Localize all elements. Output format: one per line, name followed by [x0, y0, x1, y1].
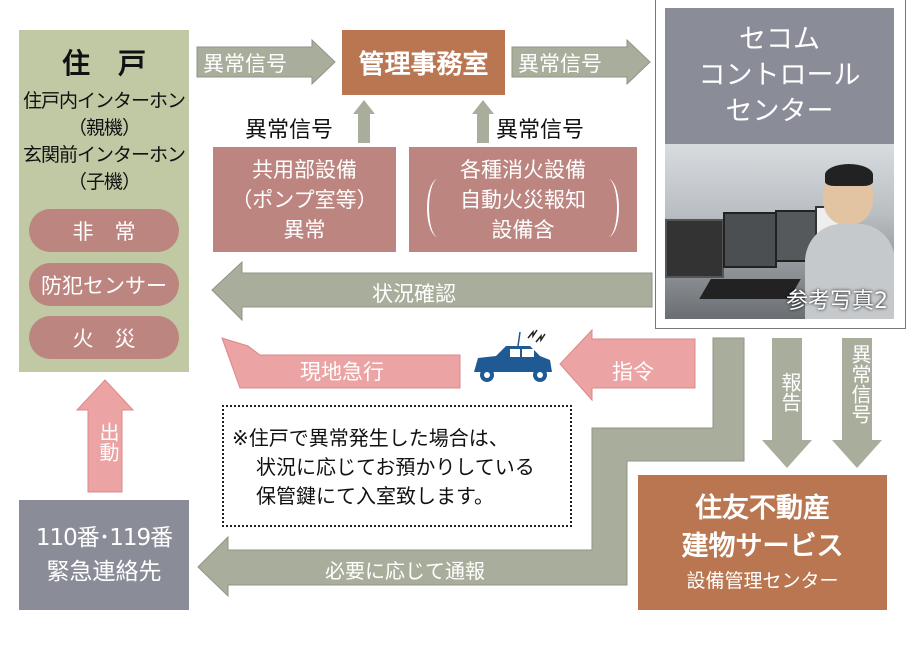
control-center-photo: 参考写真2	[665, 144, 894, 319]
arrow-rush	[221, 337, 461, 389]
emergency-line: 110番･119番	[35, 525, 173, 551]
label-signal-up-left: 異常信号	[245, 118, 334, 143]
label-notify: 必要に応じて通報	[325, 559, 485, 583]
sumitomo-line: 設備管理センター	[686, 569, 839, 592]
label-signal-down: 異常信号	[848, 344, 872, 424]
paren-right	[597, 179, 619, 237]
sumitomo-line: 建物サービス	[681, 530, 844, 562]
secom-line: コントロール	[698, 60, 861, 91]
sumitomo-facility-center-box: 住友不動産 建物サービス 設備管理センター	[638, 475, 887, 610]
label-signal-to-secom: 異常信号	[518, 52, 602, 76]
note-line: 状況に応じてお預かりしている	[256, 455, 535, 479]
note-box: ※住戸で異常発生した場合は、 状況に応じてお預かりしている 保管鍵にて入室致しま…	[222, 405, 572, 527]
label-rush: 現地急行	[300, 360, 384, 384]
secom-panel: セコム コントロール センター 参考写真2	[655, 0, 906, 329]
intercom-line: （子機）	[67, 171, 141, 193]
patrol-car-icon	[474, 329, 552, 382]
note-line: ※住戸で異常発生した場合は、	[232, 426, 509, 450]
intercom-line: 玄関前インターホン	[22, 144, 186, 166]
fire-equipment-line: 設備含	[491, 217, 555, 242]
fire-equipment-line: 各種消火設備	[460, 157, 586, 182]
arrow-up-left	[353, 100, 375, 143]
label-signal-to-office: 異常信号	[203, 52, 287, 76]
arrow-dispatch	[75, 379, 135, 493]
label-status-check: 状況確認	[372, 282, 456, 306]
arrow-notify	[197, 337, 745, 598]
fire-equipment-box: 各種消火設備 自動火災報知 設備含	[409, 147, 637, 252]
label-command: 指令	[612, 360, 654, 384]
intercom-line: （親機）	[67, 117, 141, 139]
arrow-signal-to-office	[196, 38, 336, 86]
common-equipment-line: 異常	[283, 217, 326, 242]
common-equipment-line: 共用部設備	[252, 157, 357, 182]
residence-title: 住 戸	[61, 47, 146, 80]
arrow-command	[559, 328, 696, 402]
emergency-contacts-box: 110番･119番 緊急連絡先	[19, 500, 189, 610]
pill-fire: 火 災	[29, 316, 179, 359]
common-equipment-line: （ポンプ室等）	[231, 187, 378, 212]
paren-left	[427, 179, 449, 237]
arrow-signal-down	[832, 338, 882, 468]
secom-header: セコム コントロール センター	[665, 8, 894, 144]
pill-emergency: 非 常	[29, 209, 179, 252]
arrow-report	[762, 338, 812, 468]
secom-line: センター	[725, 96, 834, 127]
emergency-line: 緊急連絡先	[46, 559, 162, 585]
photo-caption: 参考写真2	[786, 289, 888, 314]
label-report: 報告	[778, 372, 802, 412]
common-equipment-box: 共用部設備 （ポンプ室等） 異常	[213, 147, 396, 252]
residence-panel: 住 戸 住戸内インターホン （親機） 玄関前インターホン （子機）	[19, 30, 189, 372]
intercom-line: 住戸内インターホン	[22, 90, 186, 112]
pill-crime-sensor: 防犯センサー	[29, 263, 179, 306]
management-office-box: 管理事務室	[342, 30, 505, 95]
fire-equipment-line: 自動火災報知	[460, 187, 586, 212]
note-line: 保管鍵にて入室致します。	[256, 484, 494, 508]
label-dispatch: 出動	[96, 422, 120, 462]
sumitomo-line: 住友不動産	[695, 492, 830, 524]
arrow-status-check	[211, 260, 653, 322]
arrow-up-right	[472, 100, 494, 143]
arrow-signal-to-secom	[511, 38, 651, 86]
label-signal-up-right: 異常信号	[496, 118, 585, 143]
secom-line: セコム	[739, 24, 820, 55]
